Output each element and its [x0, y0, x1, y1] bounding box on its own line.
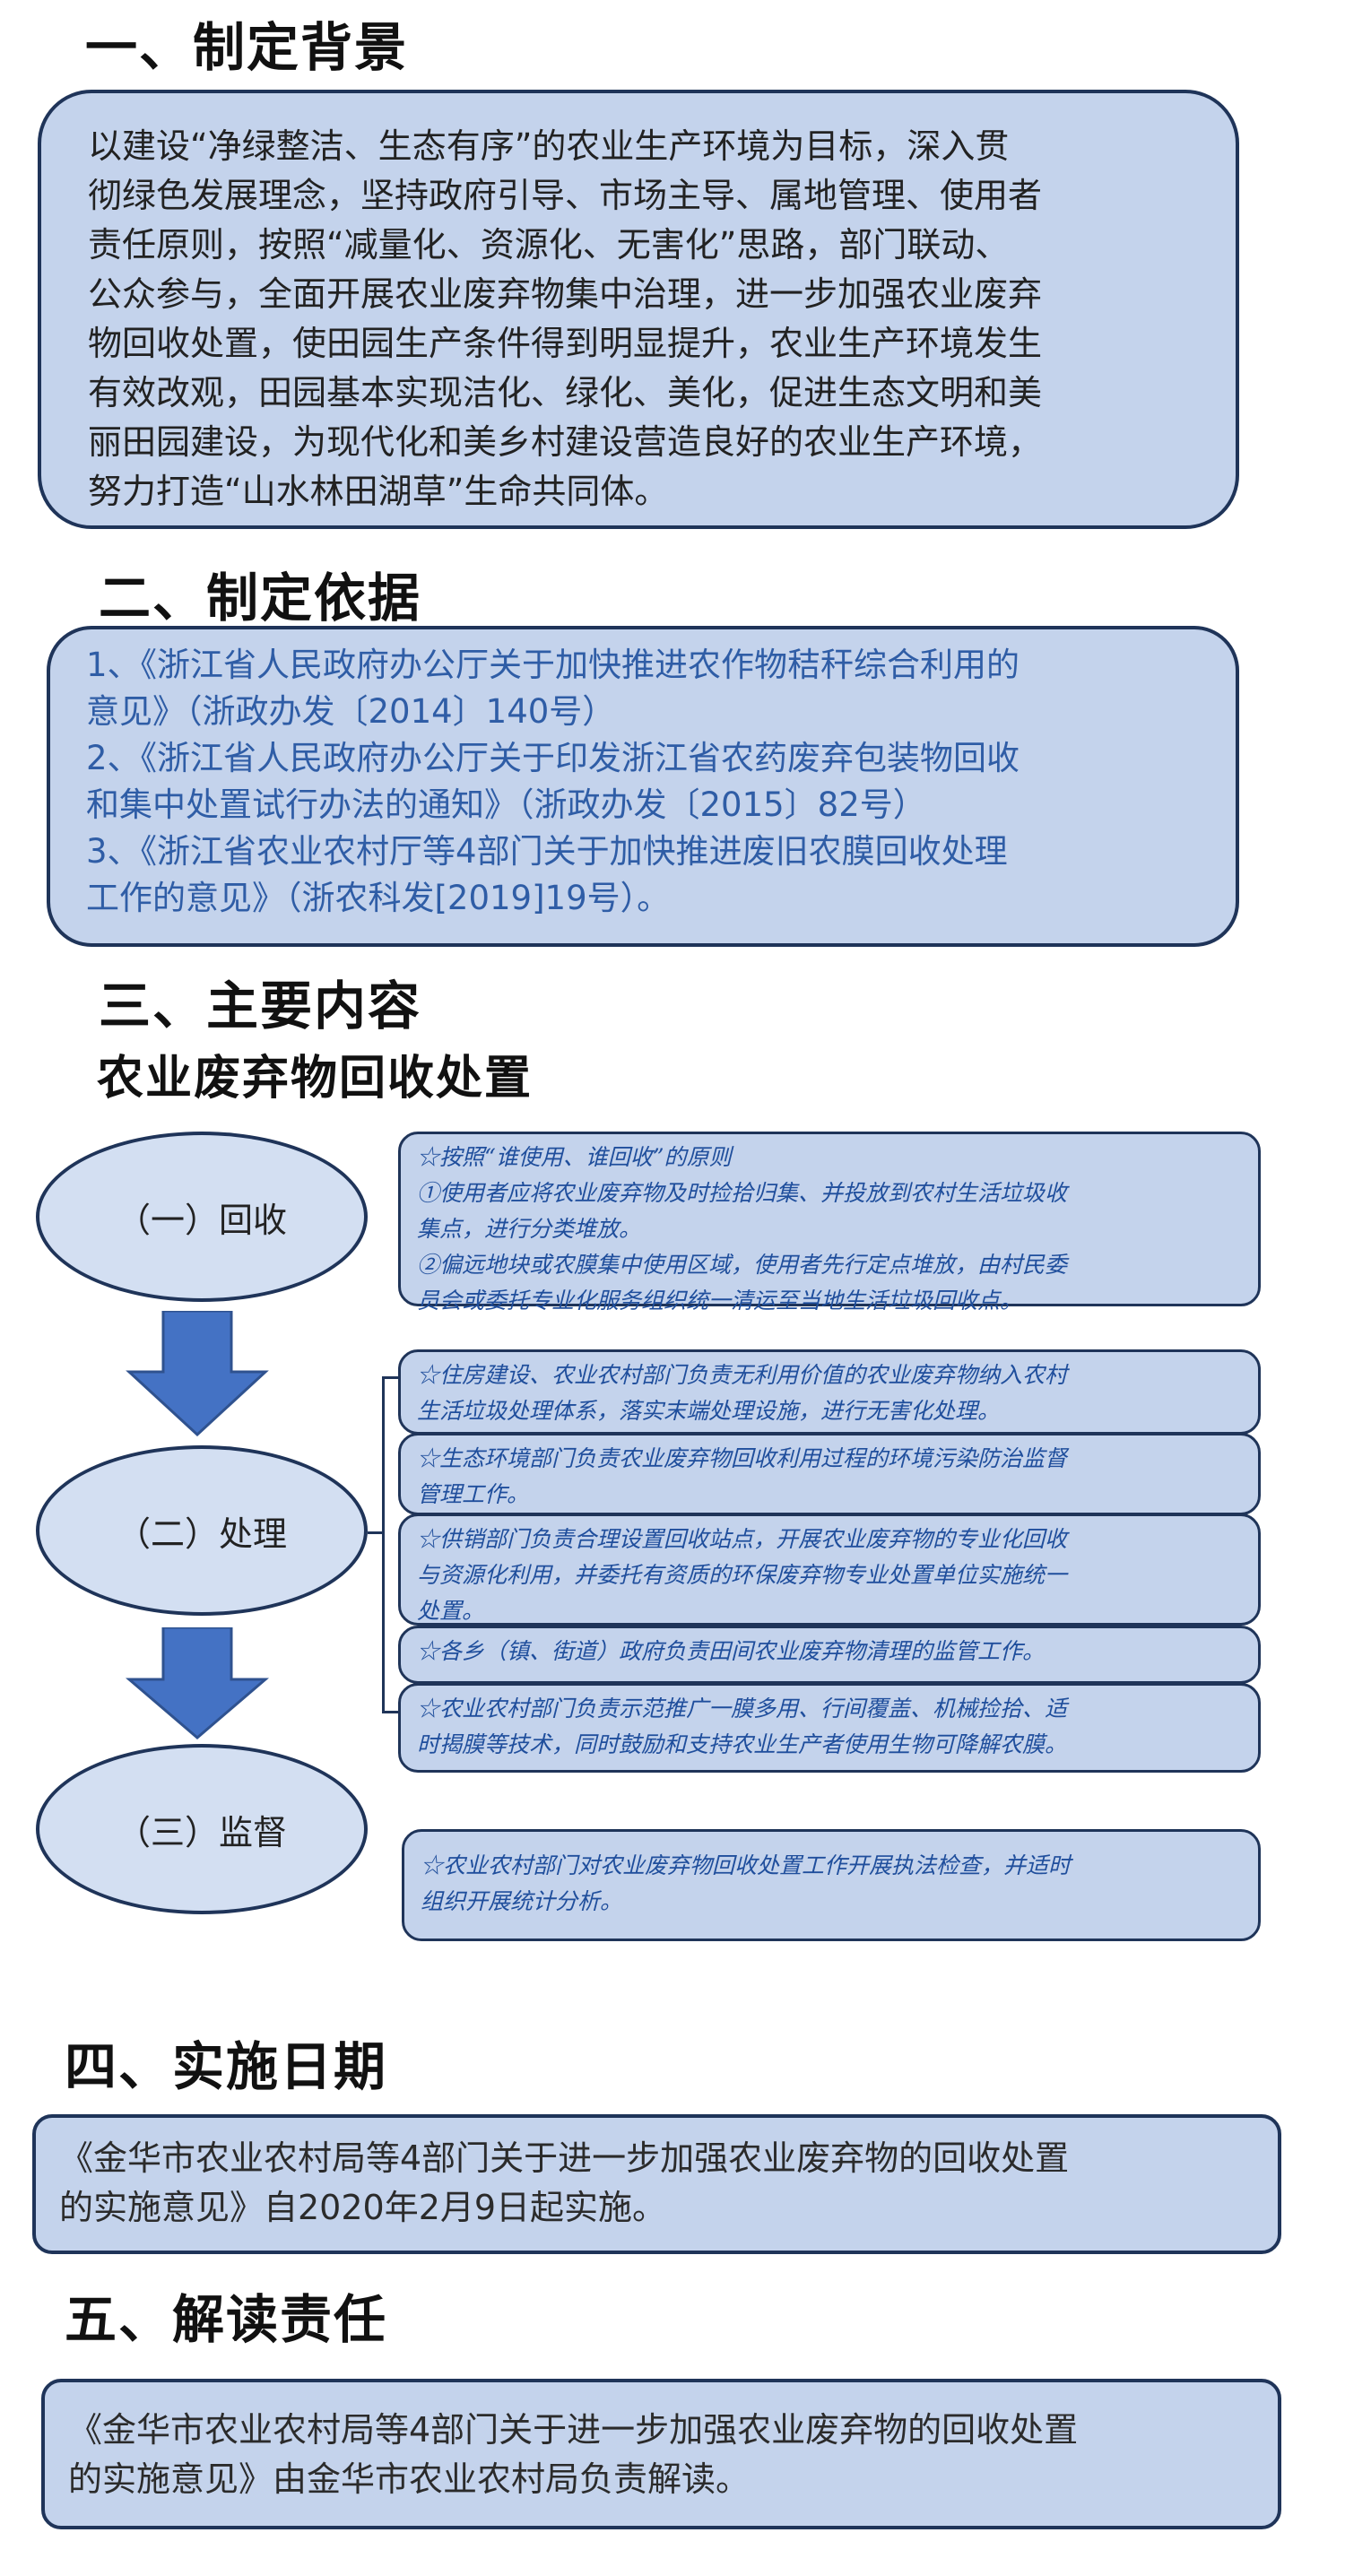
treat-detail-box: ☆住房建设、农业农村部门负责无利用价值的农业废弃物纳入农村 生活垃圾处理体系，落… — [398, 1349, 1261, 1435]
section-4-title: 四、实施日期 — [65, 2036, 388, 2097]
step-recycle-label: （一）回收 — [116, 1200, 287, 1240]
interpretation-box: 《金华市农业农村局等4部门关于进一步加强农业废弃物的回收处置 的实施意见》由金华… — [41, 2379, 1281, 2529]
step-supervise: （三）监督 — [36, 1744, 368, 1914]
basis-line: 和集中处置试行办法的通知》（浙政办发〔2015〕82号） — [86, 785, 926, 824]
group-bracket — [382, 1376, 385, 1713]
step-recycle: （一）回收 — [36, 1132, 368, 1302]
treat-detail-box: ☆农业农村部门负责示范推广一膜多用、行间覆盖、机械捡拾、适 时揭膜等技术，同时鼓… — [398, 1683, 1261, 1773]
treat-detail-box: ☆供销部门负责合理设置回收站点，开展农业废弃物的专业化回收 与资源化利用，并委托… — [398, 1514, 1261, 1626]
down-arrow-icon — [126, 1627, 269, 1739]
bracket-tick — [368, 1531, 384, 1534]
supervise-detail-box: ☆农业农村部门对农业废弃物回收处置工作开展执法检查，并适时 组织开展统计分析。 — [402, 1829, 1261, 1941]
bracket-tick — [382, 1711, 398, 1713]
basis-line: 3、《浙江省农业农村厅等4部门关于加快推进废旧农膜回收处理 — [86, 832, 1008, 871]
treat-detail-box: ☆各乡（镇、街道）政府负责田间农业废弃物清理的监管工作。 — [398, 1626, 1261, 1684]
section-3-subtitle: 农业废弃物回收处置 — [97, 1051, 534, 1106]
basis-line: 意见》（浙政办发〔2014〕140号） — [86, 692, 616, 731]
bracket-tick — [382, 1376, 398, 1379]
basis-line: 2、《浙江省人民政府办公厅关于印发浙江省农药废弃包装物回收 — [86, 739, 1020, 777]
step-supervise-label: （三）监督 — [116, 1812, 287, 1852]
section-1-title: 一、制定背景 — [85, 17, 409, 78]
date-text: 《金华市农业农村局等4部门关于进一步加强农业废弃物的回收处置 的实施意见》自20… — [59, 2138, 1070, 2227]
background-text: 以建设“净绿整洁、生态有序”的农业生产环境为目标，深入贯 彻绿色发展理念，坚持政… — [88, 126, 1043, 511]
step-treat-label: （二）处理 — [116, 1514, 287, 1554]
section-3-title: 三、主要内容 — [99, 976, 422, 1036]
interpretation-text: 《金华市农业农村局等4部门关于进一步加强农业废弃物的回收处置 的实施意见》由金华… — [68, 2410, 1079, 2499]
treat-detail-box: ☆生态环境部门负责农业废弃物回收利用过程的环境污染防治监督 管理工作。 — [398, 1433, 1261, 1515]
step-treat: （二）处理 — [36, 1445, 368, 1616]
basis-box: 1、《浙江省人民政府办公厅关于加快推进农作物秸秆综合利用的 意见》（浙政办发〔2… — [47, 626, 1239, 947]
basis-line: 工作的意见》（浙农科发[2019]19号）。 — [86, 879, 671, 917]
section-5-title: 五、解读责任 — [65, 2289, 388, 2350]
basis-line: 1、《浙江省人民政府办公厅关于加快推进农作物秸秆综合利用的 — [86, 646, 1020, 684]
recycle-detail-box: ☆按照“谁使用、谁回收”的原则 ①使用者应将农业废弃物及时捡拾归集、并投放到农村… — [398, 1132, 1261, 1314]
background-box: 以建设“净绿整洁、生态有序”的农业生产环境为目标，深入贯 彻绿色发展理念，坚持政… — [38, 90, 1239, 529]
date-box: 《金华市农业农村局等4部门关于进一步加强农业废弃物的回收处置 的实施意见》自20… — [32, 2114, 1281, 2254]
section-2-title: 二、制定依据 — [99, 568, 422, 629]
down-arrow-icon — [126, 1311, 269, 1436]
